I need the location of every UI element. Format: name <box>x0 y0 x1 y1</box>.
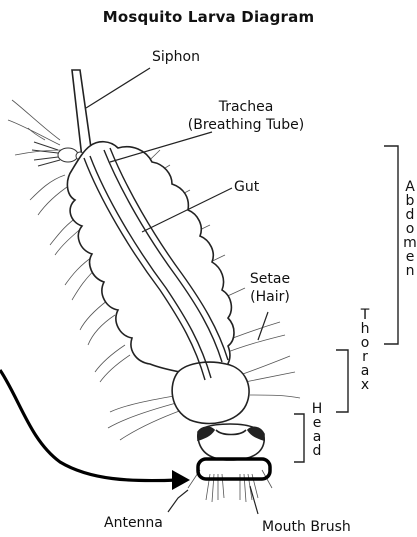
label-siphon: Siphon <box>152 48 200 66</box>
label-trachea-line2: (Breathing Tube) <box>172 116 320 134</box>
label-setae: Setae (Hair) <box>238 270 302 306</box>
label-setae-line2: (Hair) <box>238 288 302 306</box>
thorax-body <box>172 362 249 423</box>
pointer-arrow <box>0 370 178 481</box>
label-trachea: Trachea (Breathing Tube) <box>172 98 320 134</box>
larva-head <box>198 424 264 460</box>
siphon-tube <box>72 70 92 158</box>
label-mouth-brush: Mouth Brush <box>262 518 351 536</box>
label-thorax: Thorax <box>358 308 372 392</box>
mouth-brush-highlight <box>198 459 270 479</box>
label-antenna: Antenna <box>104 514 163 532</box>
pointer-arrowhead <box>172 470 190 490</box>
label-gut: Gut <box>234 178 259 196</box>
abdomen-segments <box>67 142 234 372</box>
label-head: Head <box>310 402 324 458</box>
thorax-bracket <box>336 350 348 412</box>
head-bracket <box>294 414 304 462</box>
abdomen-bracket <box>384 146 398 344</box>
label-trachea-line1: Trachea <box>172 98 320 116</box>
label-abdomen: Abdomen <box>403 180 417 278</box>
label-setae-line1: Setae <box>238 270 302 288</box>
